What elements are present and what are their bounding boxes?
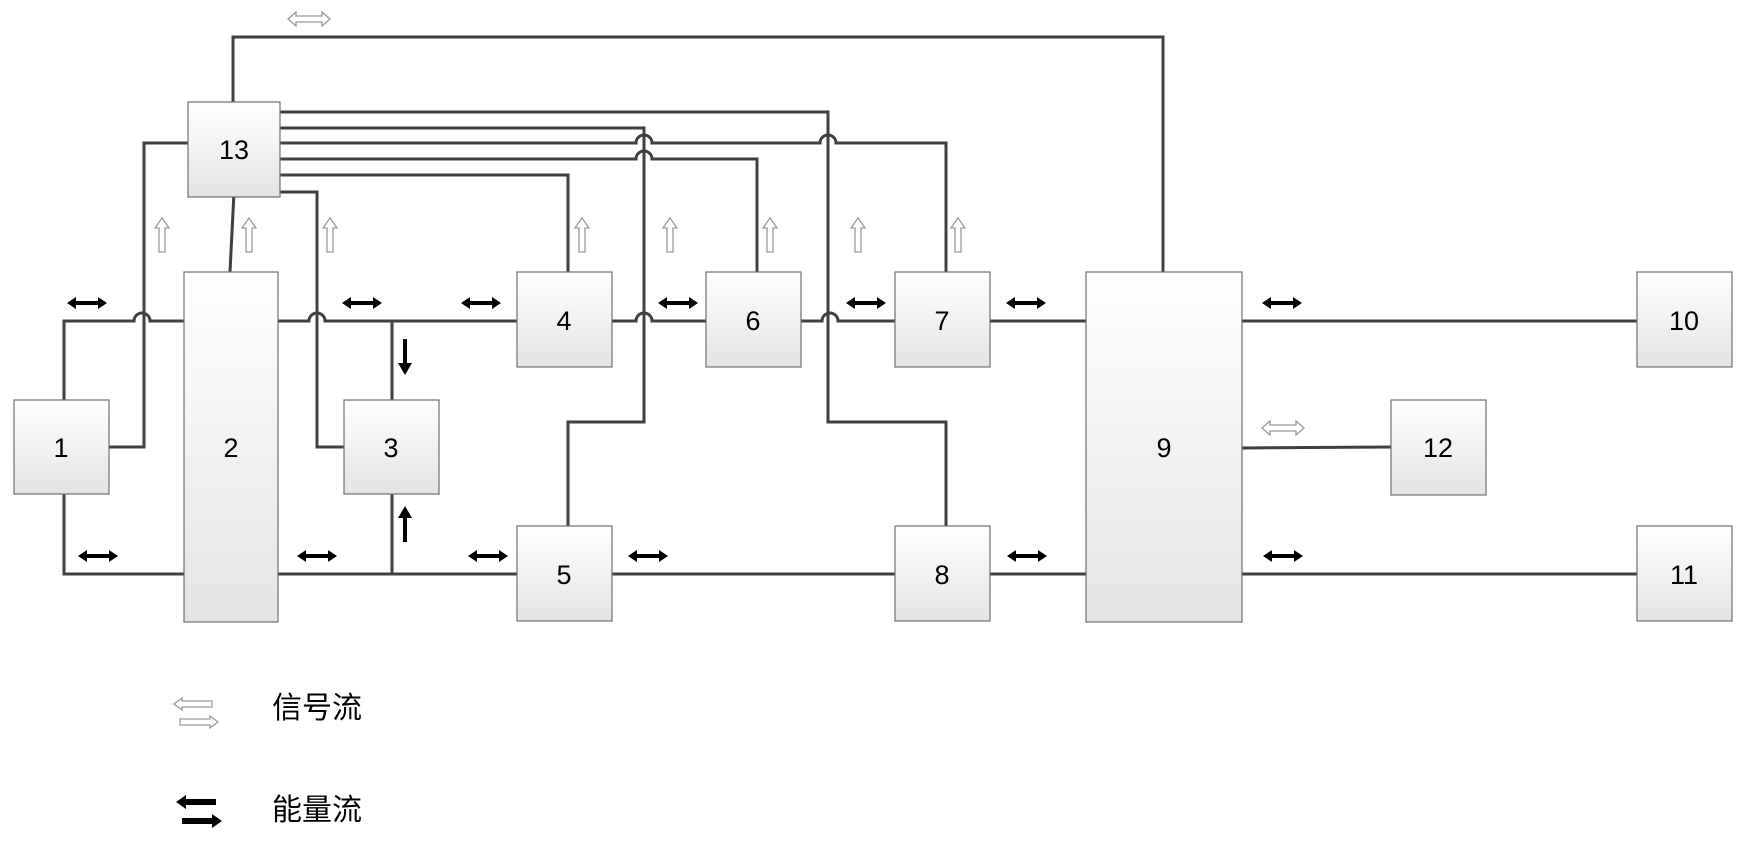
energy-line-1-2-bottom [62,494,184,576]
block-5-label: 5 [556,560,571,590]
block-2: 2 [183,271,279,623]
legend-signal-flow-label: 信号流 [272,691,362,726]
block-3: 3 [343,399,440,495]
energy-arrow [1007,550,1047,562]
blocks: 1 2 3 4 5 6 7 8 [13,101,1733,623]
signal-line-13-3 [280,190,344,449]
energy-arrow [658,297,698,309]
signal-arrow-up [154,217,170,253]
energy-arrow [628,550,668,562]
signal-arrow-up [762,217,778,253]
energy-arrow-down [398,339,412,375]
energy-arrow [846,297,886,309]
block-7-label: 7 [934,306,949,336]
energy-line-1-2-top [62,311,184,400]
signal-arrow-up [950,217,966,253]
block-10-label: 10 [1669,306,1699,336]
block-9-label: 9 [1156,433,1171,463]
block-5: 5 [516,525,613,622]
block-8-label: 8 [934,560,949,590]
signal-line-13-6 [280,149,759,272]
block-1-label: 1 [53,433,68,463]
energy-arrow [1262,297,1302,309]
block-11-label: 11 [1670,560,1698,590]
legend-energy-flow-icon [176,795,222,828]
legend-energy-flow-label: 能量流 [272,793,362,828]
energy-line-9-12 [1241,445,1392,450]
signal-line-13-7 [280,133,948,272]
block-7: 7 [894,271,991,368]
block-13: 13 [187,101,281,198]
energy-arrow [67,297,107,309]
energy-arrow [342,297,382,309]
signal-line-13-9 [231,35,1165,272]
signal-line-13-2 [228,191,236,273]
energy-arrow [1006,297,1046,309]
signal-arrow-up [662,217,678,253]
energy-arrow [1263,550,1303,562]
block-6-label: 6 [745,306,760,336]
block-2-label: 2 [223,433,238,463]
energy-arrow [297,550,337,562]
block-9: 9 [1085,271,1243,623]
block-3-label: 3 [383,433,398,463]
signal-arrow-up [574,217,590,253]
signal-arrow-up [850,217,866,253]
legend: 信号流 能量流 [172,691,362,828]
energy-line-4-6 [612,311,706,323]
block-1: 1 [13,399,110,495]
block-13-label: 13 [219,135,249,165]
signal-line-13-1 [109,141,188,449]
energy-line-6-7 [801,311,895,323]
legend-signal-flow-icon [172,696,220,730]
block-4-label: 4 [556,306,571,336]
signal-arrow [1261,420,1305,436]
block-6: 6 [705,271,802,368]
block-4: 4 [516,271,613,368]
energy-lines [62,311,1637,576]
block-12-label: 12 [1423,433,1453,463]
energy-line-2-4 [278,311,517,323]
block-11: 11 [1636,525,1733,622]
signal-arrow-up [322,217,338,253]
signal-arrow-up [241,217,257,253]
energy-arrow [461,297,501,309]
block-10: 10 [1636,271,1733,368]
block-12: 12 [1390,399,1487,496]
energy-arrow-up [398,506,412,542]
signal-line-13-4 [280,173,570,272]
signal-line-13-5 [280,126,646,526]
block-8: 8 [894,525,991,622]
energy-arrow [468,550,508,562]
signal-line-13-8 [280,110,948,526]
signal-lines [109,35,1165,526]
energy-arrow [78,550,118,562]
signal-arrow [287,11,331,27]
